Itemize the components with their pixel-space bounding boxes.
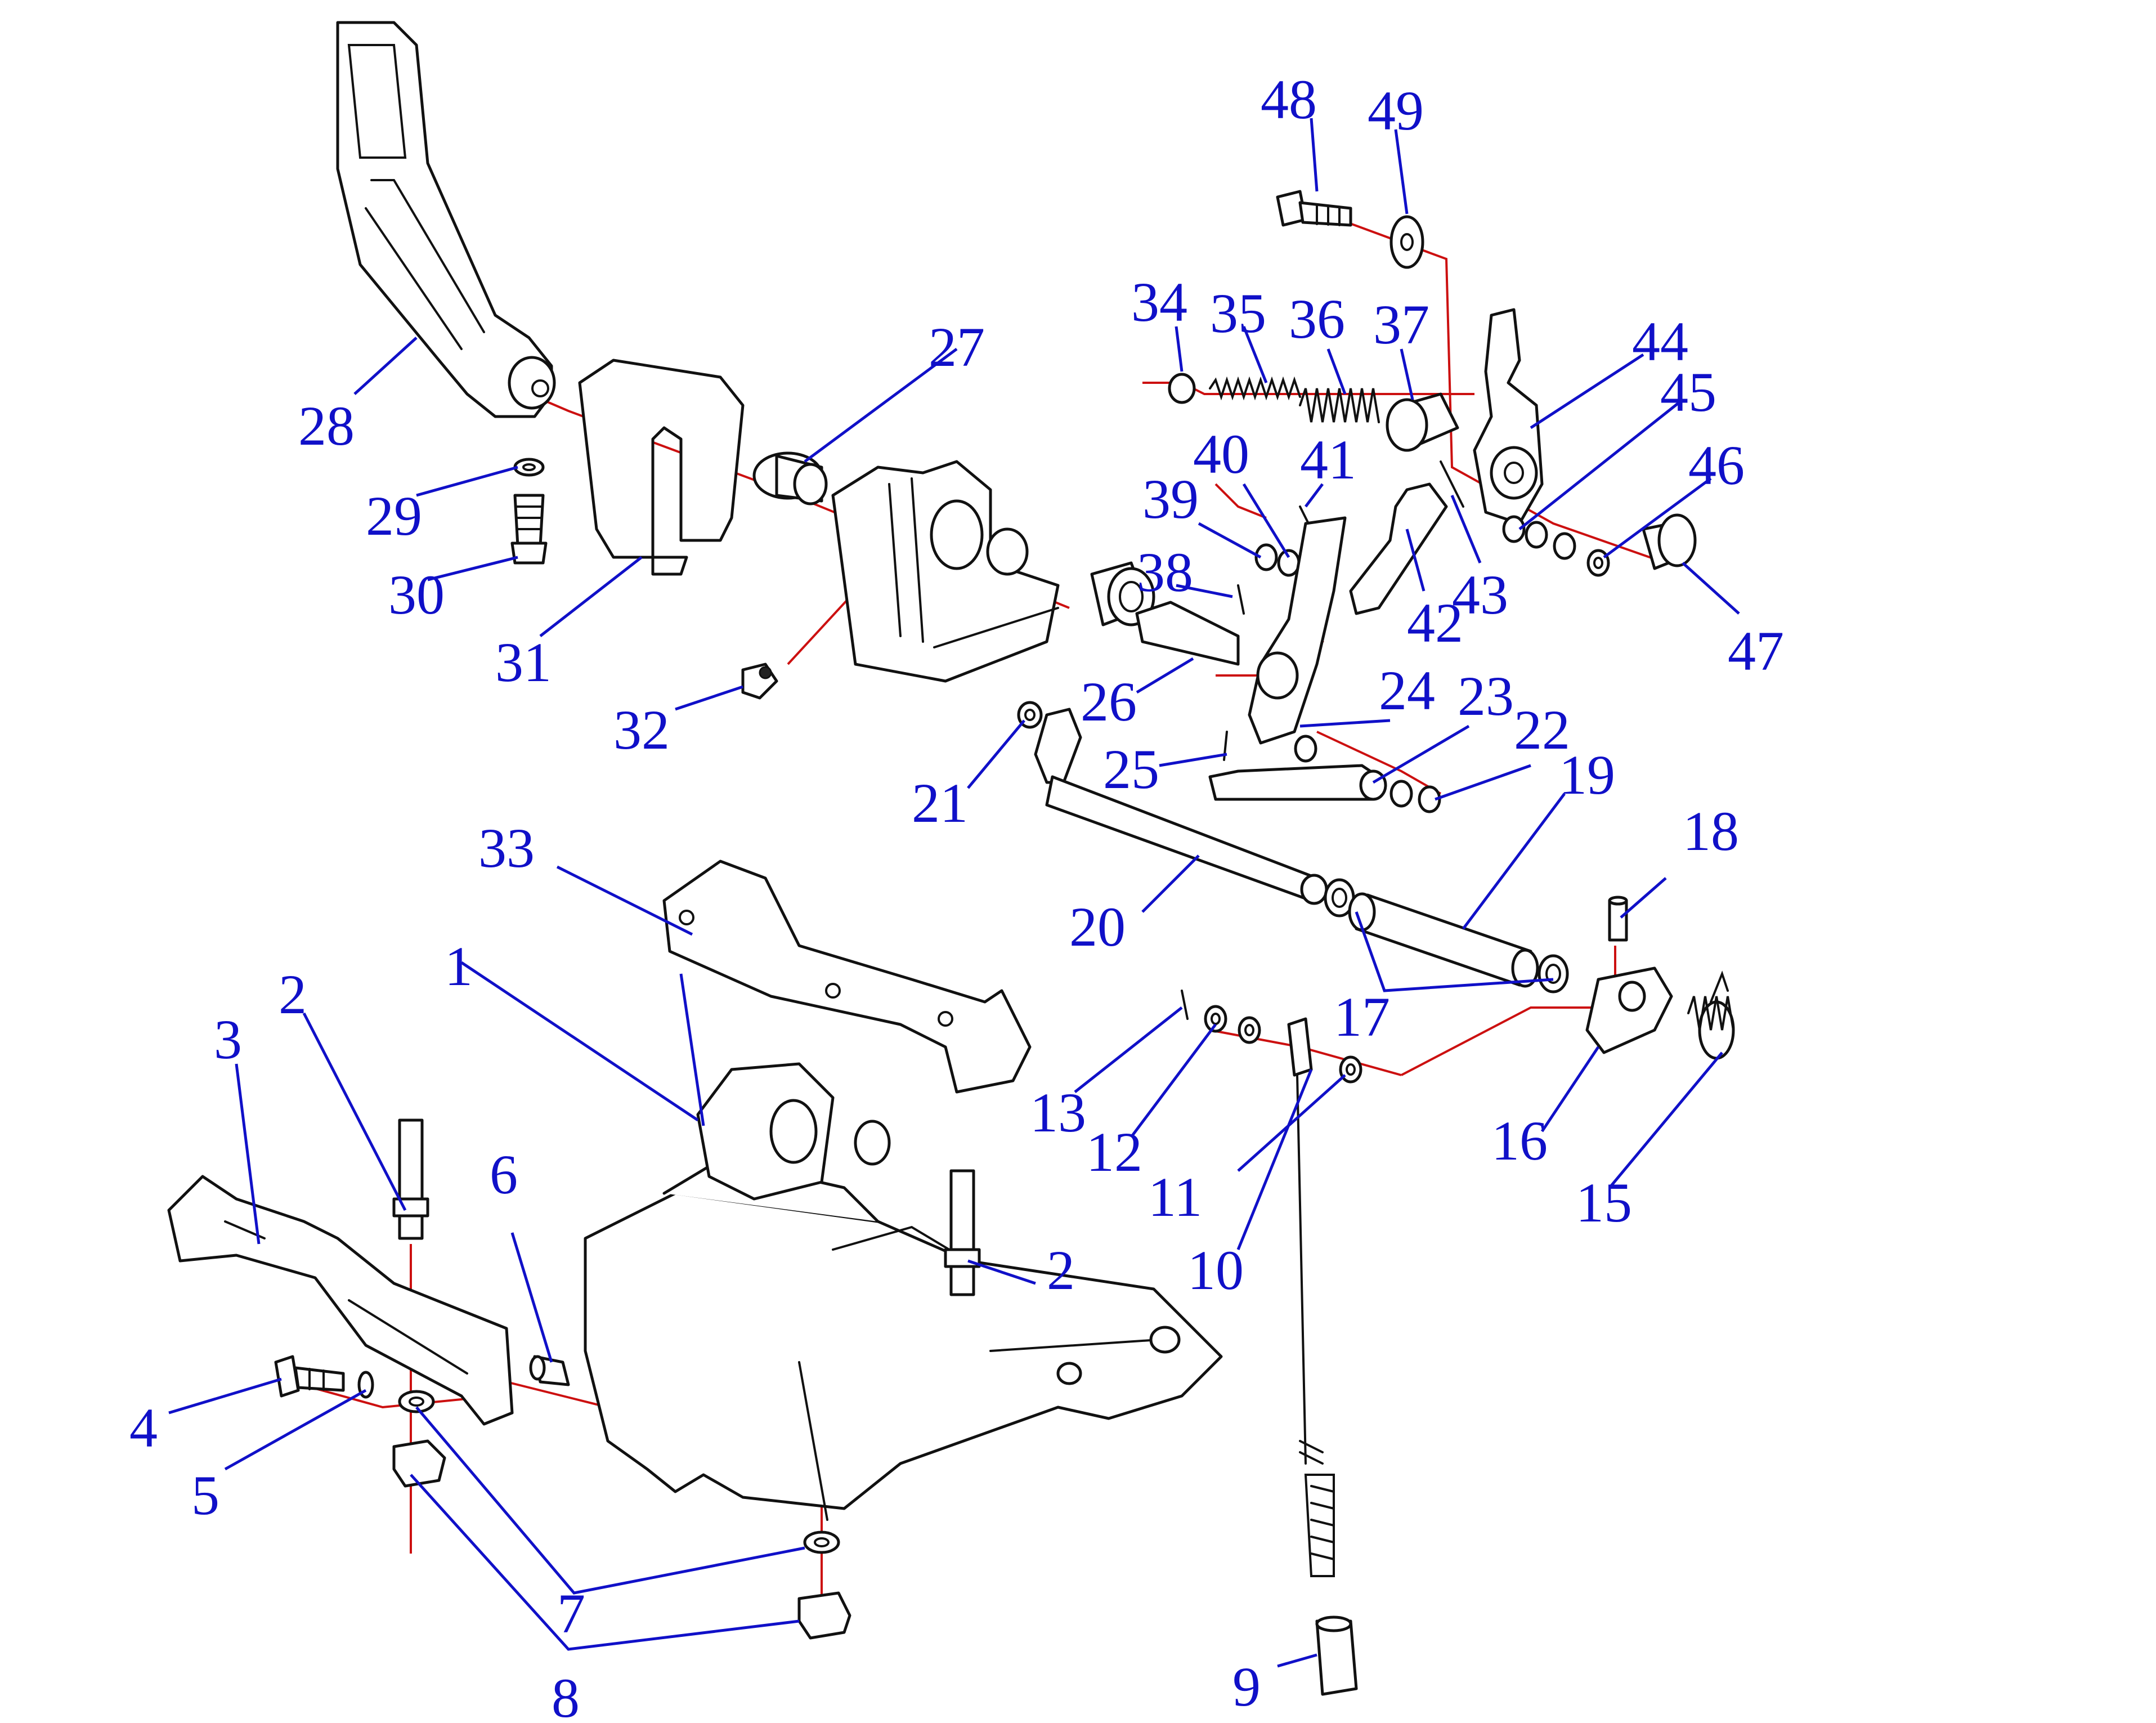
callout-12: 12: [1086, 1121, 1142, 1183]
washer-part-46: [1586, 549, 1610, 577]
washer-part-39: [1254, 543, 1278, 571]
control-rod-part-10: [1287, 1017, 1335, 1577]
callout-31: 31: [495, 631, 552, 693]
split-pin-part-13: [1181, 990, 1189, 1020]
callout-18: 18: [1683, 800, 1739, 862]
end-cap-part-34: [1168, 373, 1196, 404]
callout-7: 7: [557, 1582, 585, 1645]
bushing-part-27-right: [1090, 561, 1155, 626]
shift-arm-part-26: [1135, 516, 1347, 745]
bushing-part-27-left: [752, 451, 828, 505]
callout-30: 30: [388, 563, 445, 626]
callout-27: 27: [929, 316, 985, 378]
link-part-23: [1208, 764, 1387, 801]
bolt-part-48: [1276, 190, 1352, 227]
callout-43: 43: [1452, 563, 1508, 626]
callout-8: 8: [552, 1667, 580, 1723]
callout-15: 15: [1576, 1171, 1632, 1234]
callout-39: 39: [1142, 468, 1199, 530]
callout-44: 44: [1632, 310, 1688, 373]
stud-part-2-right: [944, 1169, 981, 1296]
roll-pin-part-18: [1608, 896, 1628, 942]
bushing-part-47: [1642, 513, 1697, 570]
pedal-guard-part-31: [578, 359, 745, 576]
spring-part-35: [1209, 376, 1301, 401]
washers-part-7: [398, 1390, 840, 1554]
callout-33: 33: [478, 817, 535, 879]
washer-part-12: [1204, 1005, 1227, 1033]
link-rod-part-42: [1349, 482, 1448, 615]
callout-24: 24: [1379, 659, 1435, 722]
callout-22: 22: [1514, 699, 1570, 761]
callout-3: 3: [214, 1008, 242, 1071]
callout-45: 45: [1660, 361, 1716, 423]
callout-19: 19: [1559, 744, 1615, 806]
spacer-part-6: [529, 1355, 570, 1386]
pedal-arm-part-28: [336, 21, 556, 418]
pedal-bracket: [831, 460, 1060, 683]
callout-13: 13: [1030, 1081, 1086, 1144]
callout-46: 46: [1688, 434, 1745, 496]
leader-lines: [168, 118, 1740, 1668]
callout-6: 6: [490, 1143, 518, 1206]
callout-2b: 2: [1047, 1239, 1075, 1301]
main-housing-part-1: [584, 1062, 1223, 1521]
washers-part-11: [1238, 1016, 1362, 1084]
callout-1: 1: [445, 935, 473, 997]
callout-5: 5: [191, 1464, 219, 1527]
callout-42: 42: [1407, 592, 1463, 654]
callout-28: 28: [298, 395, 355, 457]
callout-34: 34: [1131, 271, 1187, 333]
callout-32: 32: [613, 699, 670, 761]
cam-part-16: [1585, 966, 1673, 1054]
callout-20: 20: [1069, 896, 1126, 958]
callout-labels: 1 2 2 3 4 5 6 7 8 9 10 11 12 13 15 16 17…: [129, 68, 1784, 1723]
washer-part-24: [1294, 735, 1317, 763]
washers-part-45: [1502, 515, 1576, 560]
callout-49: 49: [1368, 79, 1424, 142]
callout-23: 23: [1458, 665, 1514, 727]
shaft-part-20: [1034, 708, 1328, 905]
callout-10: 10: [1187, 1239, 1244, 1301]
callout-26: 26: [1081, 670, 1137, 733]
callout-48: 48: [1261, 68, 1317, 131]
torsion-spring-part-15: [1687, 970, 1735, 1060]
callout-9: 9: [1232, 1655, 1261, 1718]
washer-part-49: [1389, 215, 1424, 269]
bracket-plate-part-33: [662, 860, 1032, 1094]
callout-16: 16: [1491, 1109, 1548, 1172]
callout-21: 21: [912, 772, 968, 834]
grease-fitting-part-32: [741, 663, 778, 700]
callout-47: 47: [1728, 620, 1784, 682]
callout-25: 25: [1103, 738, 1159, 800]
callout-38: 38: [1137, 541, 1193, 603]
coupler-nut-part-9: [1315, 1615, 1358, 1696]
callout-35: 35: [1210, 282, 1266, 344]
spring-part-36: [1299, 388, 1380, 423]
callout-40: 40: [1193, 423, 1249, 485]
shift-lever-part-44: [1473, 308, 1544, 525]
washer-part-29: [513, 458, 545, 477]
callout-41: 41: [1300, 428, 1356, 491]
bolt-part-4: [274, 1355, 345, 1398]
callout-2a: 2: [279, 963, 307, 1026]
pin-part-38: [1237, 584, 1245, 615]
stud-part-2-left: [392, 1118, 429, 1240]
callout-4: 4: [129, 1397, 158, 1459]
washers-part-17: [1324, 878, 1569, 993]
callout-37: 37: [1373, 293, 1429, 356]
callout-17: 17: [1334, 986, 1390, 1048]
sleeve-part-37: [1386, 392, 1459, 452]
split-pin-part-43: [1440, 460, 1464, 508]
callout-11: 11: [1148, 1166, 1202, 1228]
washer-part-22: [1389, 780, 1441, 813]
callout-29: 29: [366, 485, 422, 547]
tube-part-19: [1348, 892, 1539, 988]
pin-part-30: [510, 494, 548, 565]
callout-36: 36: [1289, 288, 1345, 350]
